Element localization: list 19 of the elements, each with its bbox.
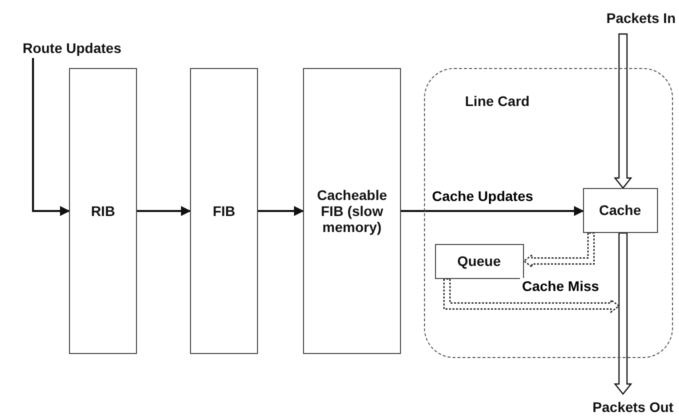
hollow-arrow: [523, 232, 595, 268]
arrow: [32, 58, 70, 216]
edge-label: Cache Updates: [430, 188, 536, 204]
arrow: [258, 206, 304, 216]
flow-label: Packets Out: [588, 398, 678, 416]
hollow-arrow: [614, 33, 632, 189]
arrow: [401, 206, 584, 216]
edge-label: Cache Miss: [520, 278, 602, 294]
process-box: Queue: [434, 244, 524, 278]
hollow-arrow: [443, 278, 620, 314]
flow-label: Packets In: [596, 8, 679, 28]
region-title: Line Card: [465, 93, 530, 109]
arrow: [137, 206, 191, 216]
hollow-arrow: [614, 232, 632, 395]
flow-label: Route Updates: [12, 38, 132, 58]
process-box: Cacheable FIB (slow memory): [303, 68, 401, 354]
process-box: RIB: [69, 68, 137, 354]
process-box: Cache: [582, 188, 658, 232]
process-box: FIB: [190, 68, 258, 354]
